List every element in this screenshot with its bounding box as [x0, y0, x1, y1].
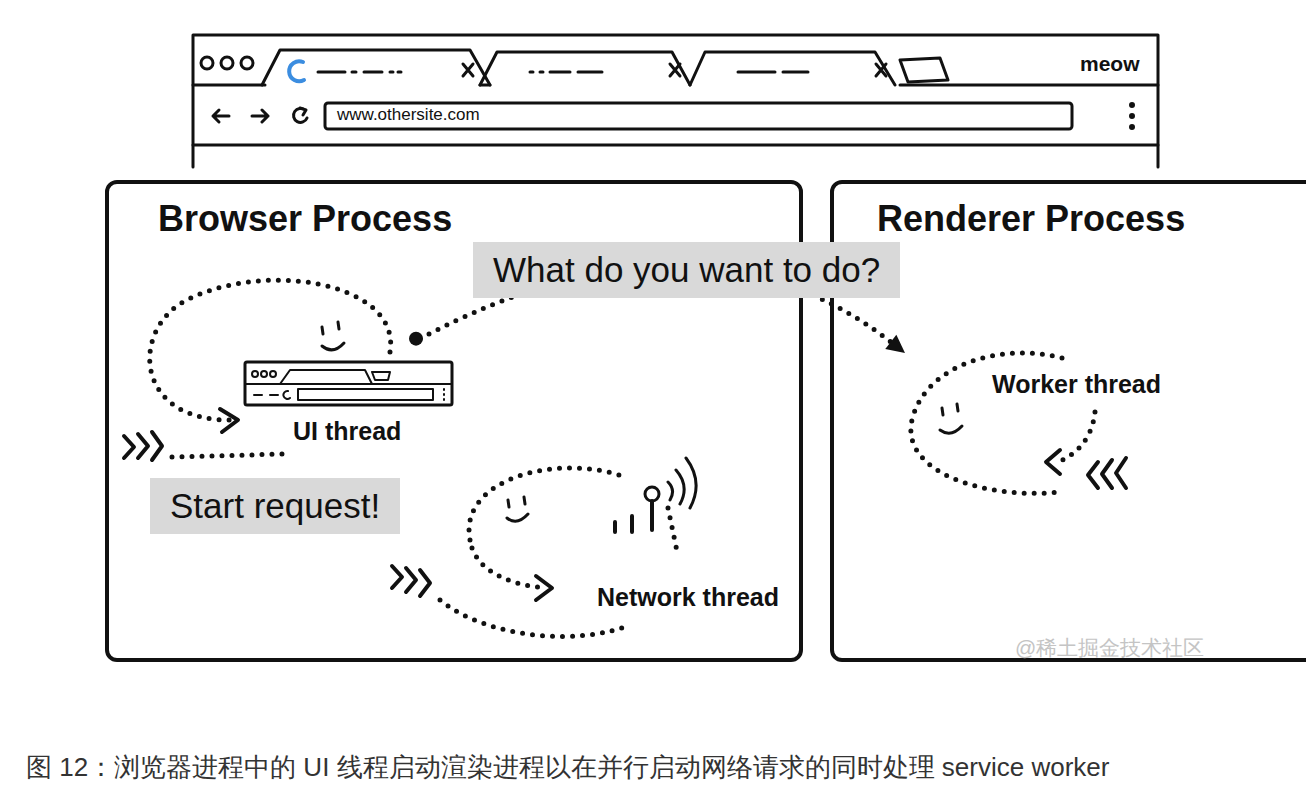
watermark: @稀土掘金技术社区 — [1015, 634, 1204, 662]
message-bubble: Start request! — [150, 478, 400, 534]
thread-name: UI thread — [293, 417, 401, 446]
process-title: Renderer Process — [877, 198, 1185, 240]
loading-spinner — [289, 61, 304, 81]
thread-loop: Worker thread — [905, 345, 1175, 505]
thread-name: Worker thread — [992, 370, 1161, 399]
thread-loop: UI thread — [150, 275, 420, 447]
address-text: www.othersite.com — [337, 105, 480, 125]
figure-caption: 图 12：浏览器进程中的 UI 线程启动渲染进程以在并行启动网络请求的同时处理 … — [26, 750, 1109, 785]
process-title: Browser Process — [158, 198, 452, 240]
browser-name: meow — [1080, 52, 1140, 76]
message-bubble: What do you want to do? — [473, 242, 900, 298]
thread-loop: Network thread — [460, 455, 795, 640]
browser-window — [193, 35, 1158, 167]
ui-thread-figure — [124, 280, 452, 460]
thread-name: Network thread — [597, 583, 779, 612]
process-box: Renderer ProcessWorker thread — [830, 180, 1306, 662]
arrowhead — [885, 335, 905, 353]
start-dot — [409, 332, 423, 346]
